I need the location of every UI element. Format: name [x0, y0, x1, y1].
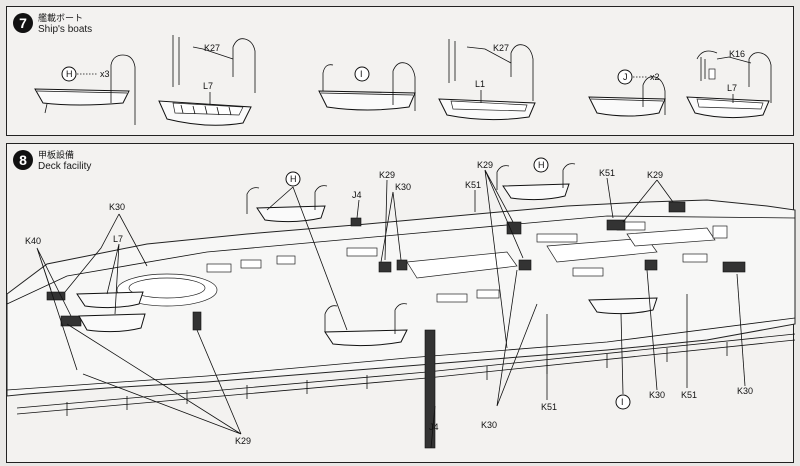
label-k29-mid: K29 — [477, 160, 493, 170]
label-k51-right: K51 — [599, 168, 615, 178]
marker-h-left: H — [290, 174, 297, 184]
leader-lines — [36, 169, 746, 449]
label-k30-mid: K30 — [395, 182, 411, 192]
hatch-far-right — [626, 227, 716, 247]
step-7-panel: 7 艦載ボート Ship's boats H x3 K27 L7 — [6, 6, 794, 136]
label-k40: K40 — [25, 236, 41, 246]
boat-h-assembly: H x3 — [34, 54, 136, 125]
label-k30-bottom-right: K30 — [649, 390, 665, 400]
part-h-quantity: x3 — [100, 69, 110, 79]
part-k27-label-a: K27 — [204, 43, 220, 53]
label-k30-bottom: K30 — [481, 420, 497, 430]
marker-i-circle — [615, 394, 631, 410]
part-l7-label-a: L7 — [203, 81, 213, 91]
part-j-letter: J — [623, 72, 628, 82]
part-j-circle — [617, 69, 633, 85]
label-k51-top: K51 — [465, 180, 481, 190]
boat-l7-assembly: K27 L7 — [158, 35, 256, 126]
label-k29-bottom: K29 — [235, 436, 251, 446]
part-l7-label-b: L7 — [727, 83, 737, 93]
dark-fittings — [46, 201, 746, 449]
marker-i: I — [621, 397, 624, 407]
hatch-right — [546, 237, 658, 263]
step-7-number: 7 — [13, 13, 33, 33]
marker-h-right-circle — [533, 157, 549, 173]
step-7-title-en: Ship's boats — [38, 24, 93, 35]
part-i-letter: I — [360, 69, 363, 79]
step-8-illustration: H H I K30 K40 L7 J — [6, 157, 796, 449]
step-7-title-jp: 艦載ボート — [38, 13, 84, 23]
boat-k16-assembly: K16 L7 — [686, 49, 772, 119]
step-7-title: 艦載ボート Ship's boats — [38, 13, 92, 35]
part-l1-label: L1 — [475, 79, 485, 89]
label-j4-bottom: J4 — [429, 422, 439, 432]
deck-fittings — [206, 221, 728, 303]
label-k29-top: K29 — [379, 170, 395, 180]
label-k30-far-right: K30 — [737, 386, 753, 396]
boat-l1-assembly: K27 L1 — [438, 39, 536, 121]
boat-j-assembly: J x2 — [588, 69, 666, 117]
step-8-title: 甲板設備 Deck facility — [38, 150, 91, 172]
part-h-circle — [61, 66, 77, 82]
step-8-number: 8 — [13, 150, 33, 170]
boat-i-assembly: I — [318, 62, 416, 111]
step-7-header: 7 艦載ボート Ship's boats — [13, 13, 92, 35]
label-j4-top: J4 — [352, 190, 362, 200]
step-7-illustration: H x3 K27 L7 I — [34, 35, 772, 126]
part-j-quantity: x2 — [650, 72, 660, 82]
hatch-center — [406, 251, 518, 279]
label-k51-bottom-right: K51 — [681, 390, 697, 400]
label-k30-top-left: K30 — [109, 202, 125, 212]
marker-h-right: H — [538, 160, 545, 170]
part-k16-label: K16 — [729, 49, 745, 59]
label-k29-right: K29 — [647, 170, 663, 180]
step-8-title-jp: 甲板設備 — [38, 150, 75, 160]
marker-h-left-circle — [285, 171, 301, 187]
step-8-panel: 8 甲板設備 Deck facility — [6, 143, 796, 463]
step-8-title-en: Deck facility — [38, 161, 92, 172]
part-h-letter: H — [66, 69, 73, 79]
label-l7: L7 — [113, 234, 123, 244]
label-k51-bottom: K51 — [541, 402, 557, 412]
step-8-header: 8 甲板設備 Deck facility — [13, 150, 91, 172]
part-i-circle — [354, 66, 370, 82]
part-j4-funnel-strip — [424, 329, 436, 449]
part-k16-block — [708, 68, 716, 80]
deck-boats — [76, 163, 658, 347]
part-k27-label-b: K27 — [493, 43, 509, 53]
